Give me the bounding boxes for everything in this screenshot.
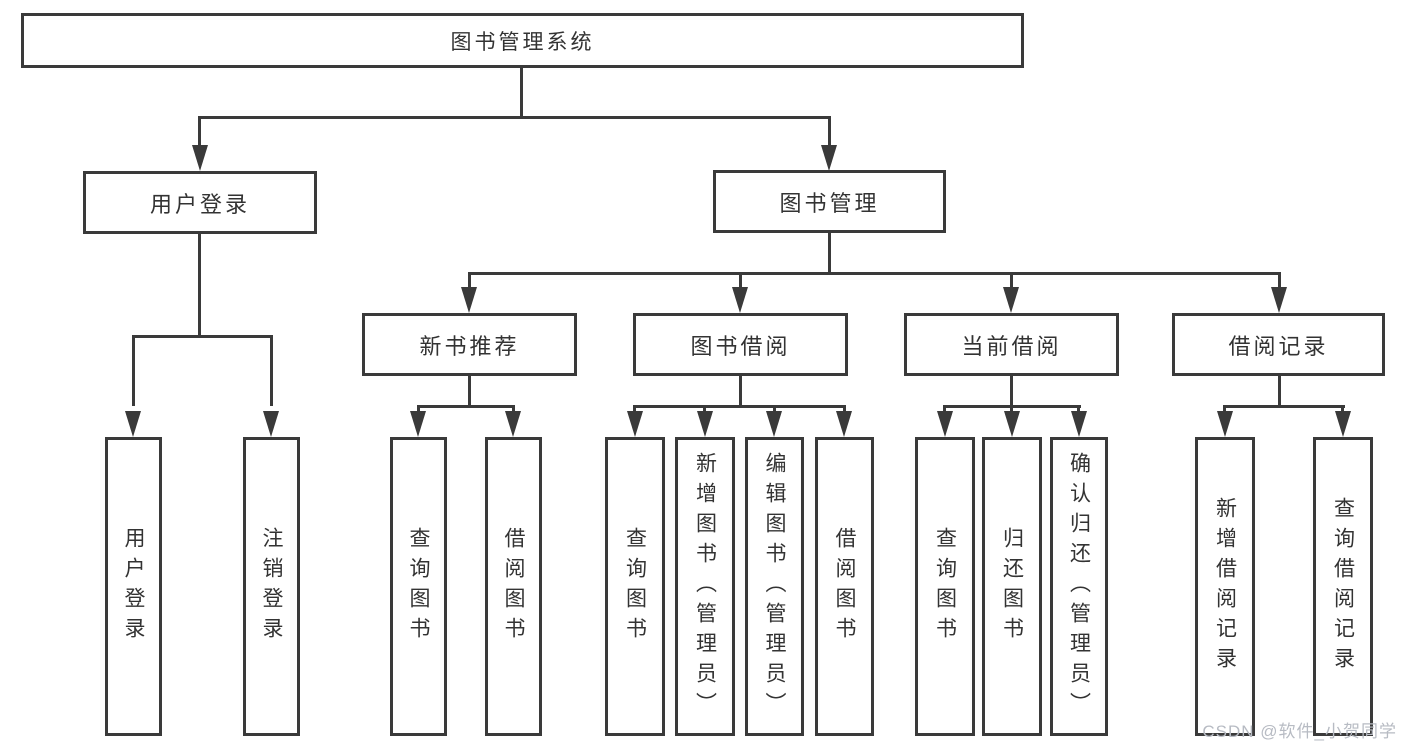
node-leaf-add-borrow-record: 新增借阅记录	[1195, 437, 1255, 736]
connector-line	[468, 272, 1281, 275]
connector-line	[943, 405, 1081, 408]
connector-line	[1010, 275, 1013, 289]
node-leaf-user-login-label: 用户登录	[122, 526, 145, 647]
connector-line	[703, 408, 706, 413]
connector-line	[1077, 408, 1080, 413]
node-leaf-query-borrow-record-label: 查询借阅记录	[1331, 496, 1355, 677]
arrow-down-icon	[766, 411, 782, 437]
arrow-down-icon	[1003, 287, 1019, 313]
connector-line	[520, 68, 523, 116]
node-leaf-query-books-recommend-label: 查询图书	[407, 526, 430, 647]
node-leaf-borrow-books-recommend: 借阅图书	[485, 437, 542, 736]
connector-line	[132, 335, 273, 338]
arrow-down-icon	[410, 411, 426, 437]
arrow-down-icon	[1217, 411, 1233, 437]
connector-line	[1341, 408, 1344, 413]
connector-line	[1010, 376, 1013, 407]
node-leaf-borrow-books-recommend-label: 借阅图书	[502, 526, 525, 647]
node-leaf-edit-books-admin: 编辑图书（管理员）	[745, 437, 804, 736]
node-leaf-query-borrow-record: 查询借阅记录	[1313, 437, 1373, 736]
node-book-management: 图书管理	[713, 170, 946, 233]
node-leaf-query-books-borrowing: 查询图书	[605, 437, 665, 736]
connector-line	[1223, 405, 1345, 408]
node-new-book-recommend: 新书推荐	[362, 313, 577, 376]
node-leaf-logout: 注销登录	[243, 437, 300, 736]
connector-line	[1278, 275, 1281, 289]
connector-line	[828, 233, 831, 275]
node-root: 图书管理系统	[21, 13, 1024, 68]
arrow-down-icon	[937, 411, 953, 437]
arrow-down-icon	[1004, 411, 1020, 437]
arrow-down-icon	[627, 411, 643, 437]
connector-line	[739, 275, 742, 289]
connector-line	[828, 119, 831, 147]
connector-line	[417, 405, 515, 408]
node-leaf-add-books-admin-label: 新增图书（管理员）	[693, 451, 717, 722]
arrow-down-icon	[263, 411, 279, 437]
connector-line	[417, 408, 420, 413]
node-leaf-query-books-recommend: 查询图书	[390, 437, 447, 736]
node-book-borrowing: 图书借阅	[633, 313, 848, 376]
node-leaf-return-books: 归还图书	[982, 437, 1042, 736]
node-book-borrowing-label: 图书借阅	[690, 333, 791, 359]
node-user-login-label: 用户登录	[149, 191, 250, 217]
node-leaf-borrow-books-label: 借阅图书	[833, 526, 856, 647]
connector-line	[739, 376, 742, 407]
connector-line	[1278, 376, 1281, 407]
node-book-management-label: 图书管理	[779, 190, 880, 216]
node-leaf-edit-books-admin-label: 编辑图书（管理员）	[763, 451, 786, 722]
connector-line	[270, 338, 273, 406]
arrow-down-icon	[821, 145, 837, 171]
node-leaf-borrow-books: 借阅图书	[815, 437, 874, 736]
arrow-down-icon	[461, 287, 477, 313]
node-leaf-confirm-return-admin-label: 确认归还（管理员）	[1067, 451, 1091, 722]
connector-line	[1223, 408, 1226, 413]
node-leaf-query-books-borrowing-label: 查询图书	[623, 526, 647, 647]
connector-line	[633, 408, 636, 413]
arrow-down-icon	[732, 287, 748, 313]
node-leaf-return-books-label: 归还图书	[1000, 526, 1024, 647]
node-leaf-add-borrow-record-label: 新增借阅记录	[1213, 496, 1237, 677]
node-leaf-user-login: 用户登录	[105, 437, 162, 736]
connector-line	[773, 408, 776, 413]
node-leaf-add-books-admin: 新增图书（管理员）	[675, 437, 735, 736]
node-new-book-recommend-label: 新书推荐	[419, 333, 520, 359]
connector-line	[468, 275, 471, 289]
connector-line	[198, 116, 831, 119]
node-leaf-logout-label: 注销登录	[260, 526, 283, 647]
connector-line	[198, 234, 201, 338]
node-root-label: 图书管理系统	[450, 30, 595, 54]
arrow-down-icon	[1335, 411, 1351, 437]
node-leaf-query-books-current: 查询图书	[915, 437, 975, 736]
connector-line	[843, 408, 846, 413]
arrow-down-icon	[1071, 411, 1087, 437]
connector-line	[512, 408, 515, 413]
connector-line	[468, 376, 471, 407]
node-leaf-query-books-current-label: 查询图书	[933, 526, 957, 647]
arrow-down-icon	[1271, 287, 1287, 313]
node-current-borrowing-label: 当前借阅	[961, 333, 1062, 359]
arrow-down-icon	[505, 411, 521, 437]
csdn-watermark: CSDN @软件_小贺同学	[1202, 722, 1397, 741]
connector-line	[132, 338, 135, 406]
node-leaf-confirm-return-admin: 确认归还（管理员）	[1050, 437, 1108, 736]
node-current-borrowing: 当前借阅	[904, 313, 1119, 376]
arrow-down-icon	[192, 145, 208, 171]
connector-line	[633, 405, 846, 408]
node-user-login: 用户登录	[83, 171, 317, 234]
node-borrow-records-label: 借阅记录	[1228, 333, 1329, 359]
arrow-down-icon	[125, 411, 141, 437]
connector-line	[943, 408, 946, 413]
node-borrow-records: 借阅记录	[1172, 313, 1385, 376]
arrow-down-icon	[697, 411, 713, 437]
connector-line	[1010, 408, 1013, 413]
arrow-down-icon	[836, 411, 852, 437]
connector-line	[198, 119, 201, 147]
